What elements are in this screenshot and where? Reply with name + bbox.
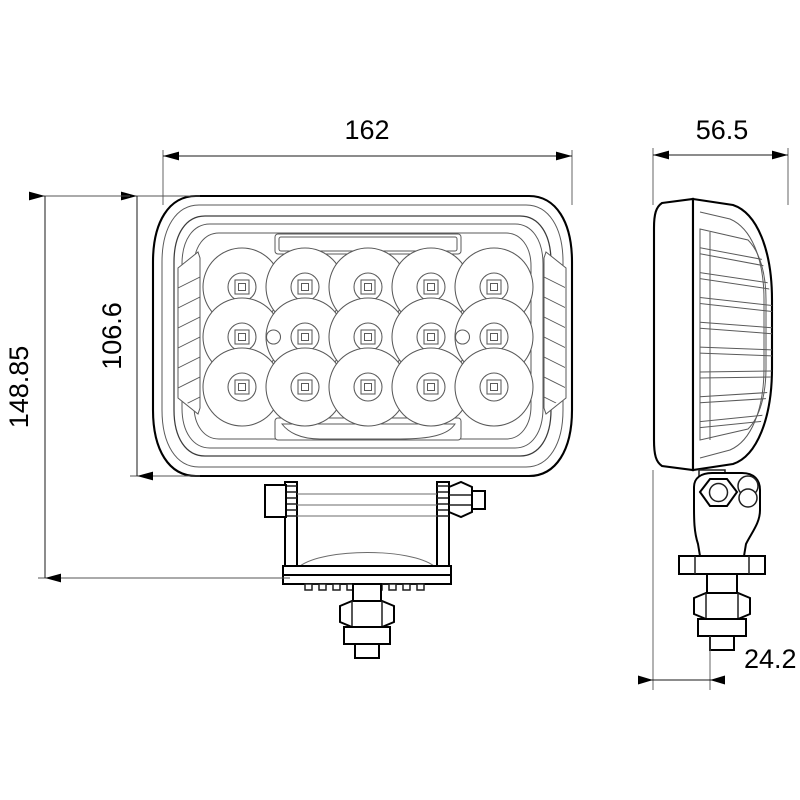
bracket-pivot-bolt (448, 480, 486, 519)
dimension-width-162: 162 (162, 115, 573, 205)
dimension-lens-height-1066: 106.6 (97, 191, 200, 481)
dimension-label-width: 162 (344, 115, 389, 145)
led-array (202, 247, 534, 427)
side-stud-hex-nut (693, 592, 751, 620)
front-mount-stud (339, 583, 395, 659)
bracket-left-cap (264, 484, 287, 518)
side-stud-washer (697, 618, 747, 637)
dimension-stud-242: 24.2 (638, 470, 797, 690)
right-fin-block (543, 251, 567, 415)
led-cell (391, 347, 471, 427)
led-gap-dot-right (454, 329, 471, 345)
left-fin-block (177, 251, 201, 415)
top-light-strip (274, 233, 462, 255)
dimension-label-stud: 24.2 (744, 644, 797, 674)
front-mounting-bracket (264, 480, 486, 659)
dimension-label-lens-height: 106.6 (97, 302, 127, 370)
bracket-base-curve (299, 552, 435, 567)
stud-dim-arrow-left (638, 675, 653, 685)
side-bracket-knob (737, 475, 759, 508)
right-fin-lines (543, 274, 565, 410)
led-gap-dot-left (265, 329, 282, 345)
stud-washer (343, 626, 391, 645)
side-bracket-base-flange (678, 555, 766, 575)
bracket-base-plate-lower (282, 574, 452, 585)
left-cooling-fins (177, 251, 201, 415)
bracket-right-arm (436, 481, 450, 575)
side-mounting-bracket (678, 469, 766, 651)
led-cell (454, 347, 534, 427)
dimension-depth-565: 56.5 (652, 115, 789, 205)
bottom-light-strip (274, 417, 462, 441)
side-bracket-hex-nut (698, 478, 739, 507)
side-housing-inner-contour (699, 211, 765, 459)
right-cooling-fins (543, 251, 567, 415)
lens-recess (181, 223, 544, 449)
stud-thread-end (354, 643, 380, 659)
bottom-reflector-lens (280, 423, 456, 440)
led-cell (265, 347, 345, 427)
side-stud-thread-end (709, 635, 735, 651)
stud-hex-nut (339, 600, 395, 628)
side-lens-face (652, 197, 695, 472)
housing-inner-edge-1 (161, 204, 564, 468)
front-view (151, 194, 574, 659)
led-cell (328, 347, 408, 427)
dimension-overall-height-14885: 148.85 (4, 191, 290, 583)
dimension-label-depth: 56.5 (696, 115, 749, 145)
side-housing-body (691, 197, 774, 472)
stud-dim-arrow-right (710, 675, 725, 685)
side-fin-panel (699, 228, 767, 441)
bracket-base-plate-upper (282, 565, 452, 576)
dimension-label-overall-height: 148.85 (4, 346, 34, 429)
side-view (652, 197, 774, 651)
